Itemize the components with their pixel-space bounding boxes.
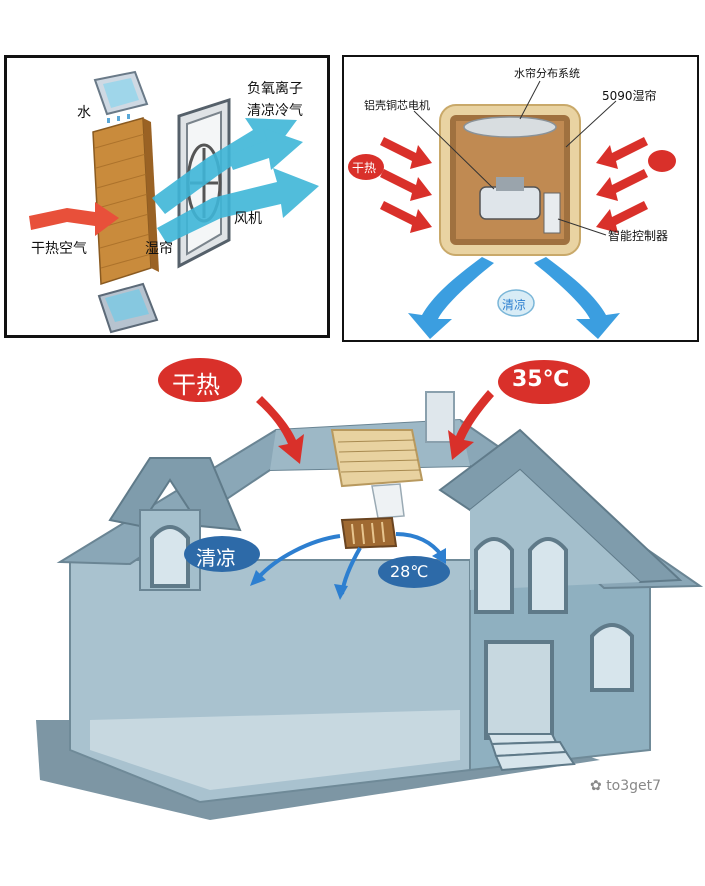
negative-ions-label: 负氧离子	[247, 81, 303, 97]
dormer-window	[150, 525, 190, 588]
dry-hot-bubble	[158, 358, 242, 402]
cool-air-arrow-right	[534, 257, 620, 339]
water-label: 水	[77, 105, 91, 121]
house-drawing	[36, 358, 704, 820]
rooftop-cooler	[330, 429, 424, 488]
cool-air-label: 清凉冷气	[247, 103, 303, 119]
smart-controller-label: 智能控制器	[608, 229, 669, 243]
watermark-text: to3get7	[606, 778, 662, 794]
cool-air-arrows	[152, 118, 319, 244]
watermark: ✿ to3get7	[590, 778, 661, 794]
outside-temp-label: 35℃	[512, 367, 570, 392]
fan-label: 风机	[234, 211, 262, 227]
hot-air-arrows	[256, 390, 494, 464]
cooler-top-fan	[463, 116, 557, 138]
right-window-1	[474, 537, 514, 614]
dry-hot-label: 干热	[172, 371, 220, 399]
dry-hot-air-label: 干热空气	[31, 241, 87, 257]
dry-hot-air-arrow	[29, 202, 119, 236]
cool-bubble	[184, 536, 260, 572]
air-cooler-drawing	[348, 80, 676, 339]
cooling-diagram-drawing	[29, 70, 319, 334]
motor	[479, 186, 541, 220]
door	[484, 640, 554, 740]
cool-label: 清凉	[196, 546, 236, 570]
cool-air-arrow-left	[408, 257, 494, 339]
hot-air-arrows-left	[380, 137, 432, 233]
water-distribution-label: 水帘分布系统	[514, 67, 580, 80]
air-duct	[371, 483, 405, 519]
dry-hot-bubble	[348, 154, 384, 180]
inside-temp-label: 28℃	[390, 562, 429, 581]
wechat-icon: ✿	[590, 778, 607, 794]
cool-bubble	[497, 289, 535, 317]
right-window-2	[528, 537, 568, 614]
indoor-outlet	[340, 516, 398, 550]
outside-temp-bubble	[498, 360, 590, 404]
evaporative-cooling-panel: 水 负氧离子 清凉冷气 风机 干热空气 湿帘	[4, 55, 330, 338]
right-window-3	[590, 623, 634, 692]
motor-label: 铝壳铜芯电机	[364, 99, 430, 112]
wet-curtain-label: 湿帘	[145, 241, 173, 257]
cool-label: 清凉	[502, 298, 527, 312]
front-steps	[486, 733, 576, 772]
air-cooler-panel: 水帘分布系统 铝壳铜芯电机 5090湿帘 干热 智能控制器 清凉	[342, 55, 699, 342]
dry-hot-label: 干热	[352, 161, 377, 175]
house-illustration: 干热 35℃ 清凉 28℃ ✿ to3get7	[0, 350, 705, 886]
red-dot	[648, 150, 676, 172]
wet-curtain-model-label: 5090湿帘	[602, 89, 657, 103]
hot-air-arrows-right	[596, 137, 648, 233]
inside-temp-bubble	[378, 556, 450, 588]
smart-controller-box	[543, 192, 561, 234]
